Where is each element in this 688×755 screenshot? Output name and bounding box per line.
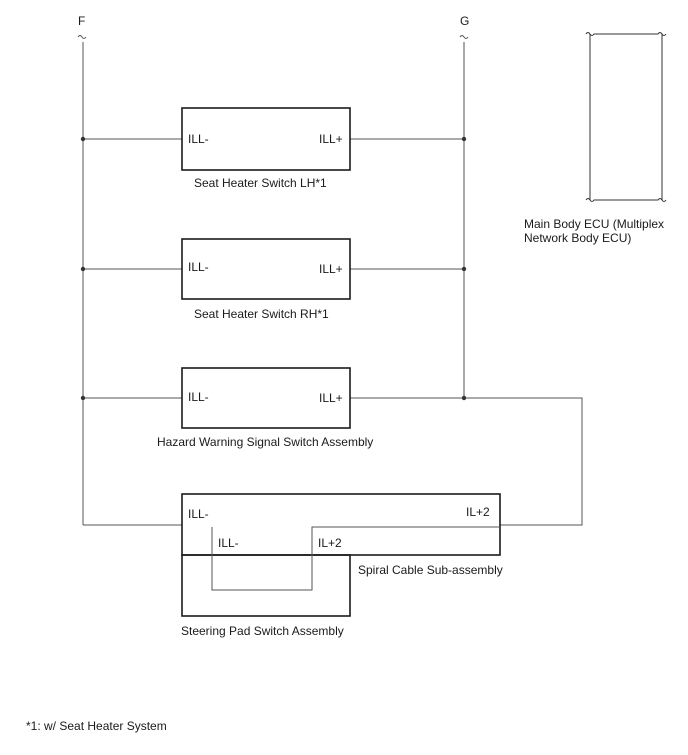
spiral-pin-ill-minus: ILL- — [188, 507, 209, 521]
bus-g-to-spiral-wire — [464, 397, 583, 526]
seat-rh-pin-ill-plus: ILL+ — [319, 262, 343, 276]
ecu-label-line1: Main Body ECU (Multiplex — [524, 217, 664, 231]
seat-lh-title: Seat Heater Switch LH*1 — [194, 176, 327, 190]
steering-box — [181, 554, 351, 617]
hazard-pin-ill-minus: ILL- — [188, 390, 209, 404]
steering-title: Steering Pad Switch Assembly — [181, 624, 344, 638]
spiral-pin-il-plus2: IL+2 — [466, 505, 490, 519]
seat-lh-box — [181, 107, 351, 171]
connector-f-label: F — [78, 14, 85, 28]
seat-heater-switch-lh: ILL- ILL+ Seat Heater Switch LH*1 — [80, 107, 467, 190]
ecu-label-line2: Network Body ECU) — [524, 231, 631, 245]
seat-lh-pin-ill-plus: ILL+ — [319, 132, 343, 146]
steering-pin-ill-minus: ILL- — [218, 536, 239, 550]
spiral-title: Spiral Cable Sub-assembly — [358, 563, 503, 577]
seat-rh-box — [181, 238, 351, 300]
connector-g-label: G — [460, 14, 469, 28]
seat-lh-f-junction — [80, 136, 86, 142]
hazard-g-junction — [461, 395, 467, 401]
seat-rh-pin-ill-minus: ILL- — [188, 260, 209, 274]
connector-g-break-mark — [459, 35, 469, 39]
steering-pad-switch-assembly: ILL- IL+2 Steering Pad Switch Assembly — [181, 536, 351, 638]
seat-rh-title: Seat Heater Switch RH*1 — [194, 307, 329, 321]
hazard-title: Hazard Warning Signal Switch Assembly — [157, 435, 373, 449]
hazard-pin-ill-plus: ILL+ — [319, 391, 343, 405]
hazard-f-junction — [80, 395, 86, 401]
main-body-ecu: Main Body ECU (Multiplex Network Body EC… — [524, 32, 667, 245]
spiral-steering-internal-wire — [211, 526, 500, 591]
seat-lh-pin-ill-minus: ILL- — [188, 132, 209, 146]
footnote: *1: w/ Seat Heater System — [26, 719, 167, 733]
spiral-cable-sub-assembly: ILL- IL+2 Spiral Cable Sub-assembly — [181, 493, 503, 577]
seat-rh-f-junction — [80, 266, 86, 272]
steering-pin-il-plus2: IL+2 — [318, 536, 342, 550]
ecu-top-break-mark — [585, 32, 667, 36]
seat-heater-switch-rh: ILL- ILL+ Seat Heater Switch RH*1 — [80, 238, 467, 321]
ecu-bottom-break-mark — [585, 198, 667, 202]
hazard-box — [181, 367, 351, 429]
seat-lh-g-junction — [461, 136, 467, 142]
seat-rh-g-junction — [461, 266, 467, 272]
connector-f-break-mark — [77, 35, 87, 39]
hazard-switch-assembly: ILL- ILL+ Hazard Warning Signal Switch A… — [80, 367, 467, 449]
